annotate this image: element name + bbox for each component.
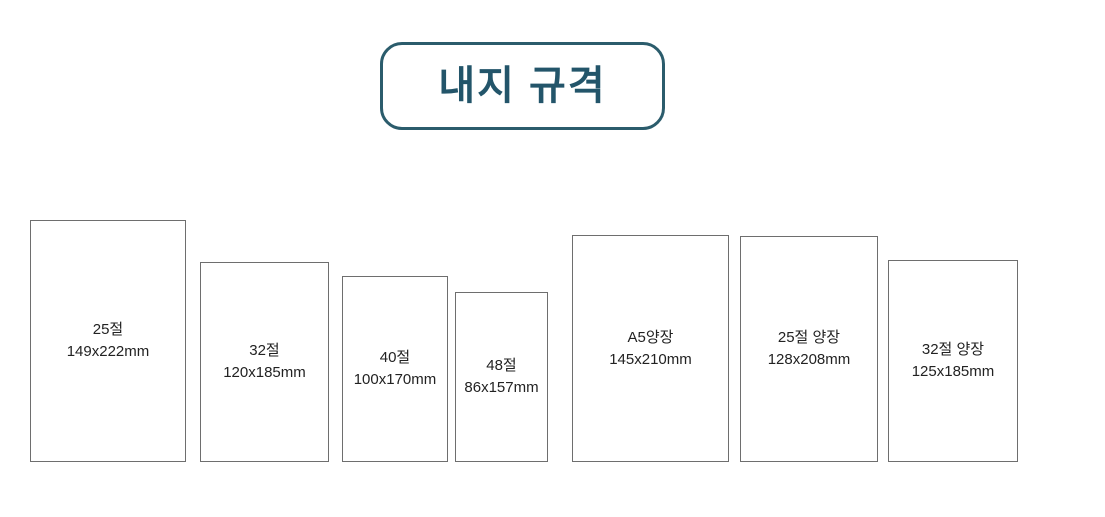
paper-size-label: A5양장 <box>627 328 674 346</box>
paper-size-label: 40절 <box>379 349 411 367</box>
paper-size-label: 25절 양장 <box>777 329 841 347</box>
paper-size-label: 48절 <box>486 357 517 375</box>
paper-size-label: 25절 <box>92 321 124 339</box>
paper-size-label: 32절 양장 <box>921 341 985 359</box>
paper-size-box-a5-hardcover: A5양장 145x210mm <box>572 235 729 462</box>
paper-size-box-40jeol: 40절 100x170mm <box>342 276 448 462</box>
paper-size-box-32jeol: 32절 120x185mm <box>200 262 329 462</box>
paper-size-dimensions: 128x208mm <box>767 351 851 368</box>
paper-size-dimensions: 100x170mm <box>353 371 437 388</box>
paper-size-dimensions: 120x185mm <box>223 364 306 381</box>
paper-size-dimensions: 86x157mm <box>464 379 539 396</box>
page-title: 내지 규격 <box>438 64 607 108</box>
paper-size-label: 32절 <box>249 342 280 360</box>
paper-size-box-25jeol-hardcover: 25절 양장 128x208mm <box>740 236 878 462</box>
title-box: 내지 규격 <box>380 42 665 130</box>
paper-size-box-48jeol: 48절 86x157mm <box>455 292 548 462</box>
paper-size-dimensions: 149x222mm <box>66 343 150 360</box>
paper-size-box-32jeol-hardcover: 32절 양장 125x185mm <box>888 260 1018 462</box>
paper-size-box-25jeol: 25절 149x222mm <box>30 220 186 462</box>
paper-size-dimensions: 125x185mm <box>911 363 995 380</box>
paper-size-dimensions: 145x210mm <box>609 350 692 368</box>
